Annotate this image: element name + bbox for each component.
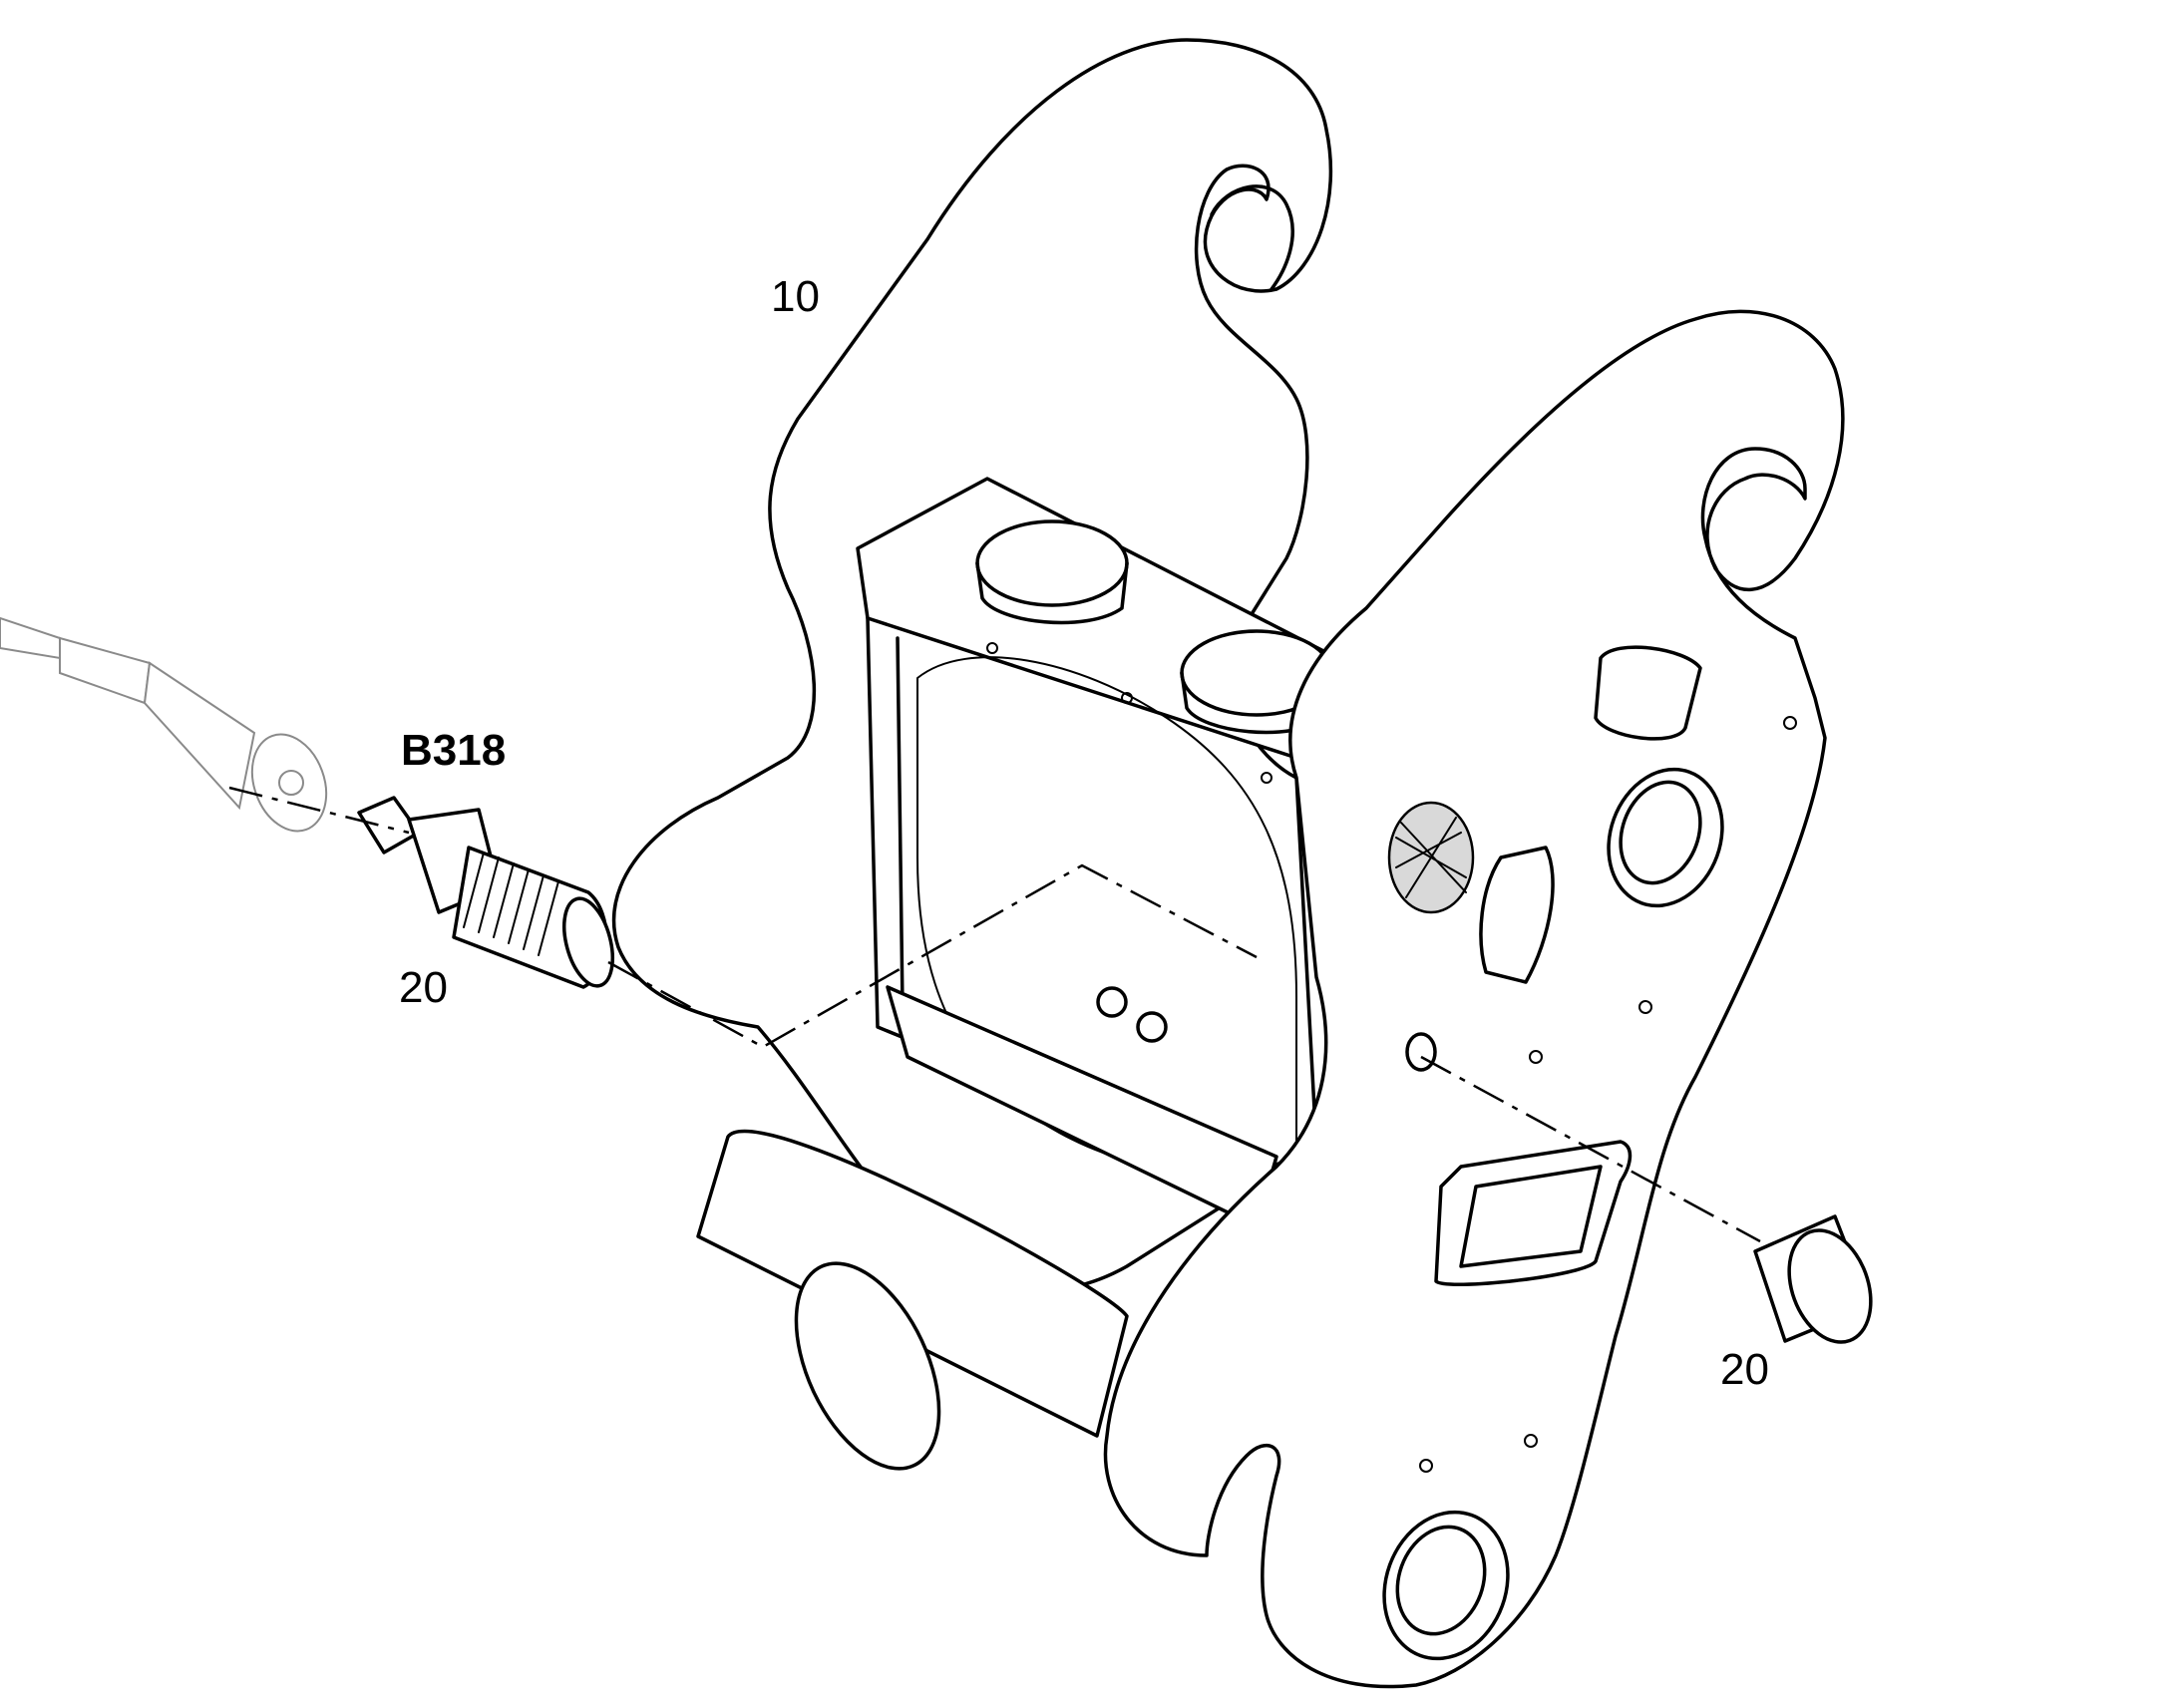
callout-sensor-item: 20 — [399, 963, 448, 1012]
sensor-assembly-axis — [228, 786, 1258, 1049]
front-pin-hole-lower — [1382, 1510, 1510, 1661]
front-pin-hole-upper — [1607, 767, 1724, 908]
sensor-port — [1405, 1032, 1437, 1072]
bottom-cylinder — [696, 1129, 1129, 1438]
front-plate-lug — [1594, 645, 1702, 741]
callout-plug-item: 20 — [1720, 1345, 1769, 1394]
plug-assembly-axis — [1420, 1055, 1761, 1243]
sensor-cable-connector — [0, 616, 328, 833]
rear-side-plate — [611, 38, 1333, 1293]
plug-cap — [1753, 1214, 1873, 1344]
top-pin-boss-1 — [975, 519, 1129, 607]
wedge-block — [1479, 846, 1555, 984]
coupler-frame — [611, 38, 1845, 1689]
callout-sensor-code: B318 — [401, 726, 506, 775]
rear-hook-inner — [1210, 184, 1294, 291]
proximity-sensor — [357, 796, 614, 989]
callout-frame: 10 — [771, 272, 820, 321]
